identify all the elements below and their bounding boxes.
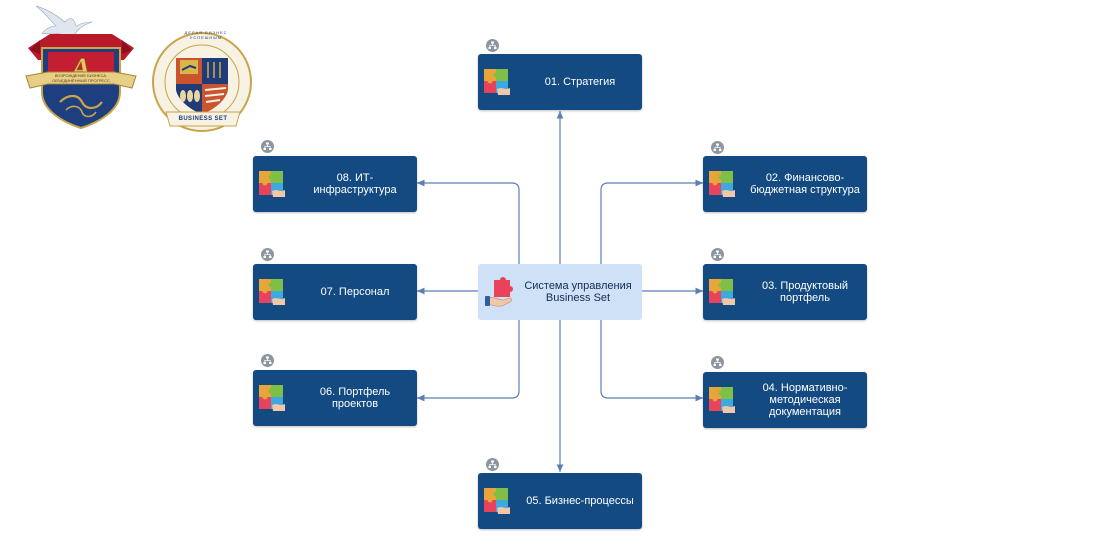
node-personnel[interactable]: 07. Персонал: [253, 264, 417, 320]
hierarchy-icon[interactable]: [711, 356, 724, 369]
hierarchy-icon[interactable]: [711, 141, 724, 154]
node-strategy[interactable]: 01. Стратегия: [478, 54, 642, 110]
hierarchy-icon[interactable]: [261, 248, 274, 261]
node-products[interactable]: 03. Продуктовый портфель: [703, 264, 867, 320]
node-label: 08. ИТ-инфраструктура: [313, 172, 397, 196]
puzzle-hand-icon: [709, 279, 735, 305]
business-set-logo-ribbon: BUSINESS SET: [178, 116, 228, 122]
business-set-logo-ring-text: ДЕЛАЯ БИЗНЕС УСПЕШНЫМ: [184, 30, 228, 40]
hierarchy-icon[interactable]: [486, 39, 499, 52]
node-finance[interactable]: 02. Финансово-бюджетная структура: [703, 156, 867, 212]
center-node-management-system[interactable]: Система управления Business Set: [478, 264, 642, 320]
puzzle-hand-icon: [484, 69, 510, 95]
academy-logo-ribbon-text: ВОЗРОЖДЕНИЕ БИЗНЕСА. ОБЪЕДИНЁННЫЙ ПРОГРЕ…: [52, 73, 110, 83]
hand-puzzle-icon: [485, 277, 513, 307]
node-it-infrastructure[interactable]: 08. ИТ-инфраструктура: [253, 156, 417, 212]
puzzle-hand-icon: [709, 171, 735, 197]
connector-to-documentation: [600, 320, 703, 402]
puzzle-hand-icon: [259, 385, 285, 411]
puzzle-hand-icon: [259, 171, 285, 197]
center-node-label: Система управления Business Set: [524, 280, 632, 304]
hierarchy-icon[interactable]: [486, 458, 499, 471]
connector-to-it: [417, 179, 520, 264]
academy-shield-logo: A: [25, 5, 137, 130]
hierarchy-icon[interactable]: [261, 354, 274, 367]
hierarchy-icon[interactable]: [261, 140, 274, 153]
node-label: 06. Портфель проектов: [319, 386, 391, 410]
node-label: 04. Нормативно-методическая документация: [762, 382, 848, 418]
node-label: 02. Финансово-бюджетная структура: [750, 172, 860, 196]
node-label: 01. Стратегия: [544, 76, 616, 88]
connector-to-finance: [600, 179, 703, 264]
node-label: 03. Продуктовый портфель: [761, 280, 849, 304]
hierarchy-icon[interactable]: [711, 248, 724, 261]
puzzle-hand-icon: [259, 279, 285, 305]
node-business-processes[interactable]: 05. Бизнес-процессы: [478, 473, 642, 529]
node-documentation[interactable]: 04. Нормативно-методическая документация: [703, 372, 867, 428]
connector-to-projects: [417, 320, 520, 402]
puzzle-hand-icon: [709, 387, 735, 413]
puzzle-hand-icon: [484, 488, 510, 514]
node-label: 05. Бизнес-процессы: [526, 495, 634, 507]
node-projects[interactable]: 06. Портфель проектов: [253, 370, 417, 426]
business-set-logo: [152, 32, 252, 132]
node-label: 07. Персонал: [320, 286, 390, 298]
